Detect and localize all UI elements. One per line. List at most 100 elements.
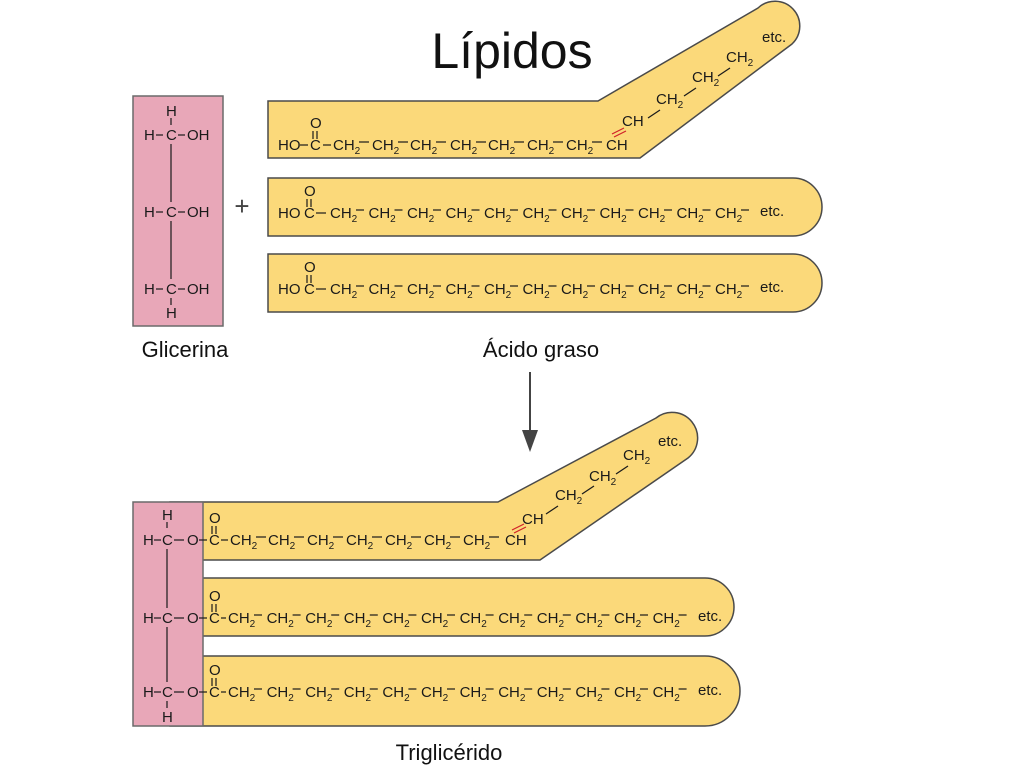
hydroxyl-group: HO	[278, 205, 301, 222]
ch2-group: CH2	[330, 281, 358, 301]
ch2-group: CH2	[527, 137, 555, 157]
hydroxyl-group: HO	[278, 137, 301, 154]
hydrogen-atom: H	[143, 684, 154, 701]
ch2-group: CH2	[446, 281, 474, 301]
oxygen-atom: O	[310, 115, 322, 132]
ch2-group: CH2	[424, 532, 452, 552]
etc-label: etc.	[762, 29, 786, 46]
ch2-group: CH2	[369, 281, 397, 301]
hydroxyl-group: OH	[187, 204, 210, 221]
ester-oxygen: O	[187, 532, 199, 549]
ch2-group: CH2	[450, 137, 478, 157]
ch2-group: CH2	[614, 610, 642, 630]
reaction-arrow-head	[522, 430, 538, 452]
ch2-group: CH2	[537, 684, 565, 704]
ch2-group: CH2	[726, 49, 754, 69]
bond-line	[581, 485, 595, 495]
ch2-group: CH2	[460, 684, 488, 704]
ch2-group: CH2	[555, 487, 583, 507]
bond-line	[717, 67, 731, 77]
oxygen-atom: O	[209, 510, 221, 527]
carbon-atom: C	[166, 281, 177, 298]
ch2-group: CH2	[305, 610, 333, 630]
hydrogen-atom: H	[166, 103, 177, 120]
ch2-group: CH2	[463, 532, 491, 552]
ch2-group: CH2	[421, 610, 449, 630]
ch2-group: CH2	[638, 281, 666, 301]
etc-label: etc.	[698, 682, 722, 699]
ch2-group: CH2	[484, 205, 512, 225]
ch2-group: CH2	[330, 205, 358, 225]
hydrogen-atom: H	[166, 305, 177, 322]
oxygen-atom: O	[209, 588, 221, 605]
ch2-group: CH2	[566, 137, 594, 157]
triglyceride-label: Triglicérido	[396, 740, 503, 765]
ch2-group: CH2	[344, 610, 372, 630]
ch2-group: CH2	[498, 684, 526, 704]
etc-label: etc.	[760, 203, 784, 220]
double-bond	[613, 130, 627, 138]
double-bond	[611, 127, 625, 135]
bond-line	[615, 465, 629, 475]
oxygen-atom: O	[304, 183, 316, 200]
hydroxyl-group: OH	[187, 281, 210, 298]
ch2-group: CH2	[498, 610, 526, 630]
fatty-acid-shape	[267, 177, 823, 237]
triglyceride-unsaturated-chain	[169, 411, 699, 561]
ch2-group: CH2	[344, 684, 372, 704]
ch2-group: CH2	[575, 684, 603, 704]
ester-oxygen: O	[187, 684, 199, 701]
hydroxyl-group: HO	[278, 281, 301, 298]
oxygen-atom: O	[209, 662, 221, 679]
ch2-group: CH2	[537, 610, 565, 630]
ch2-group: CH2	[715, 281, 743, 301]
carbon-atom: C	[304, 205, 315, 222]
carbon-atom: C	[166, 127, 177, 144]
ch2-group: CH2	[346, 532, 374, 552]
bond-line	[683, 87, 697, 97]
carbon-atom: C	[209, 684, 220, 701]
ch-group: CH	[522, 511, 544, 528]
ch2-group: CH2	[333, 137, 361, 157]
hydrogen-atom: H	[162, 709, 173, 726]
ch2-group: CH2	[305, 684, 333, 704]
ch2-group: CH2	[382, 684, 410, 704]
bond-line	[545, 505, 559, 515]
ch2-group: CH2	[488, 137, 516, 157]
ch2-group: CH2	[677, 281, 705, 301]
triglyceride-chain	[169, 577, 735, 637]
ch-group: CH	[622, 113, 644, 130]
carbon-atom: C	[166, 204, 177, 221]
carbon-atom: C	[162, 610, 173, 627]
ch2-group: CH2	[600, 205, 628, 225]
etc-label: etc.	[760, 279, 784, 296]
hydrogen-atom: H	[144, 281, 155, 298]
carbon-atom: C	[304, 281, 315, 298]
ch2-group: CH2	[267, 610, 295, 630]
ch2-group: CH2	[589, 468, 617, 488]
hydrogen-atom: H	[143, 532, 154, 549]
ch2-group: CH2	[369, 205, 397, 225]
hydrogen-atom: H	[143, 610, 154, 627]
ch2-group: CH2	[460, 610, 488, 630]
double-bond	[513, 526, 527, 534]
triglyceride-glycerol-backbone	[132, 501, 204, 727]
etc-label: etc.	[698, 608, 722, 625]
ch2-group: CH2	[523, 281, 551, 301]
ch2-group: CH2	[407, 281, 435, 301]
plus-sign: +	[234, 191, 249, 221]
ch2-group: CH2	[267, 684, 295, 704]
ch2-group: CH2	[410, 137, 438, 157]
hydrogen-atom: H	[162, 507, 173, 524]
double-bond	[511, 523, 525, 531]
ch2-group: CH2	[307, 532, 335, 552]
hydrogen-atom: H	[144, 127, 155, 144]
ch2-group: CH2	[677, 205, 705, 225]
ch2-group: CH2	[382, 610, 410, 630]
carbon-atom: C	[209, 610, 220, 627]
ch2-group: CH2	[715, 205, 743, 225]
fatty-acid-shape	[267, 253, 823, 313]
ch2-group: CH2	[228, 684, 256, 704]
